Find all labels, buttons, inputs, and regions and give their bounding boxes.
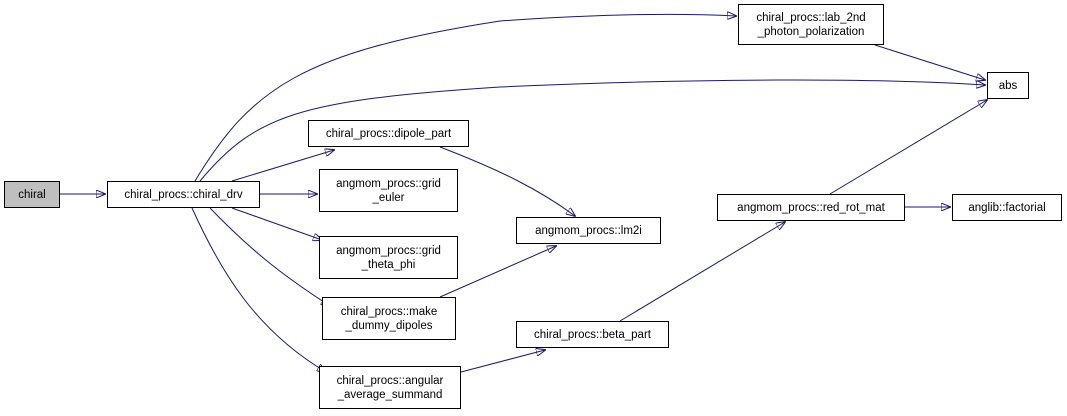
edge-chiral_drv-to-angular_avg: [191, 207, 326, 372]
node-label-line: chiral_procs::dipole_part: [325, 127, 452, 140]
edge-dipole_part-to-lm2i: [439, 146, 575, 216]
edge-beta_part-to-red_rot_mat: [619, 222, 785, 322]
node-label-line: chiral_procs::beta_part: [534, 328, 651, 341]
node-label-line: angmom_procs::grid: [336, 244, 441, 257]
edge-make_dummy-to-lm2i: [439, 246, 556, 298]
edge-chiral_drv-to-lab_2nd: [194, 14, 736, 182]
node-chiral[interactable]: chiral: [4, 181, 60, 208]
node-label-line: _dummy_dipoles: [345, 319, 433, 332]
node-label-line: chiral_procs::chiral_drv: [124, 188, 243, 201]
node-label-line: angmom_procs::grid: [336, 177, 441, 190]
edge-chiral_drv-to-grid_theta_phi: [231, 207, 322, 240]
node-grid-euler[interactable]: angmom_procs::grid_euler: [319, 169, 458, 212]
edge-red_rot_mat-to-abs: [829, 100, 987, 195]
node-label-line: chiral: [18, 188, 46, 201]
node-label-line: chiral_procs::lab_2nd: [756, 11, 866, 24]
node-dipole-part[interactable]: chiral_procs::dipole_part: [308, 120, 469, 147]
edge-lab_2nd-to-abs: [874, 44, 985, 80]
edge-angular_avg-to-beta_part: [460, 350, 545, 373]
edge-chiral_drv-to-make_dummy: [209, 207, 330, 306]
node-label-line: _euler: [372, 191, 405, 204]
node-label-line: angmom_procs::red_rot_mat: [737, 201, 885, 214]
node-label-line: _average_summand: [337, 388, 443, 401]
node-grid-theta-phi[interactable]: angmom_procs::grid_theta_phi: [319, 236, 458, 279]
node-angular-average-summand[interactable]: chiral_procs::angular_average_summand: [319, 366, 461, 409]
node-lab-2nd-photon-polarization[interactable]: chiral_procs::lab_2nd_photon_polarizatio…: [738, 4, 884, 45]
edge-chiral_drv-to-dipole_part: [231, 150, 334, 182]
node-lm2i[interactable]: angmom_procs::lm2i: [516, 217, 661, 244]
node-make-dummy-dipoles[interactable]: chiral_procs::make_dummy_dipoles: [322, 297, 456, 340]
node-label-line: anglib::factorial: [968, 201, 1046, 214]
node-beta-part[interactable]: chiral_procs::beta_part: [516, 321, 669, 348]
node-anglib-factorial[interactable]: anglib::factorial: [952, 194, 1062, 221]
node-chiral-drv[interactable]: chiral_procs::chiral_drv: [107, 181, 260, 208]
node-label-line: _photon_polarization: [757, 25, 865, 38]
edge-chiral_drv-to-abs: [199, 79, 985, 182]
node-label-line: chiral_procs::angular: [336, 374, 444, 387]
node-label-line: chiral_procs::make: [340, 305, 438, 318]
node-label-line: angmom_procs::lm2i: [535, 224, 642, 237]
node-label-line: abs: [998, 79, 1018, 92]
node-abs[interactable]: abs: [987, 72, 1029, 99]
node-label-line: _theta_phi: [361, 258, 416, 271]
node-red-rot-mat[interactable]: angmom_procs::red_rot_mat: [717, 194, 905, 221]
